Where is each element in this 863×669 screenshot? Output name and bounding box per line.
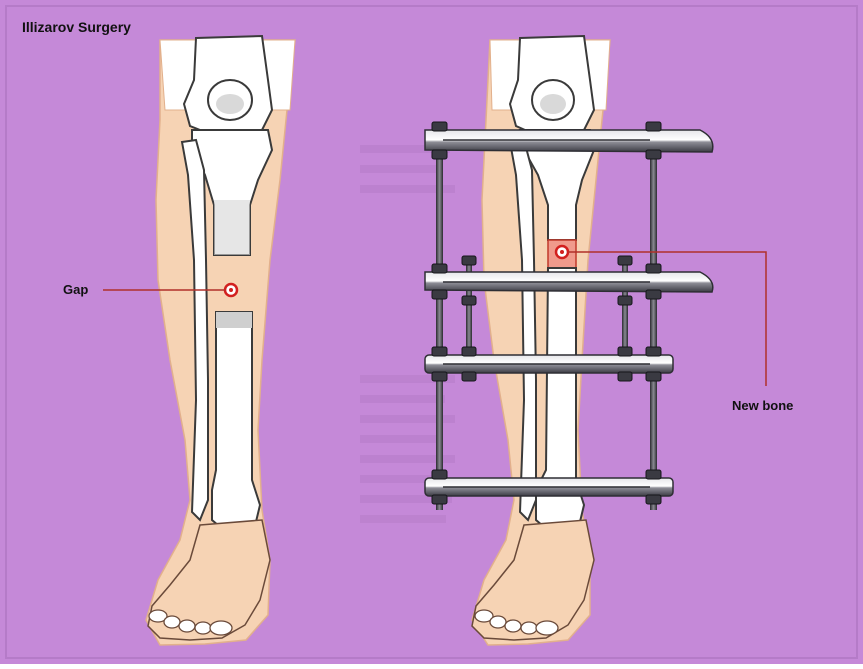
left-tibia-lower-shade xyxy=(216,312,252,328)
new-bone-label: New bone xyxy=(732,398,793,413)
left-tibia-lower xyxy=(212,312,260,532)
gap-marker-dot xyxy=(229,288,233,292)
right-patella-shade xyxy=(540,94,566,114)
figure-title: Illizarov Surgery xyxy=(22,19,131,35)
frame-rod-left xyxy=(436,125,443,510)
gap-label: Gap xyxy=(63,282,88,297)
left-patella-shade xyxy=(216,94,244,114)
left-tibia-upper-shade xyxy=(214,200,250,255)
frame-ring-1 xyxy=(425,130,713,152)
frame-rod-right xyxy=(650,125,657,510)
new-bone-marker-dot xyxy=(560,250,564,254)
